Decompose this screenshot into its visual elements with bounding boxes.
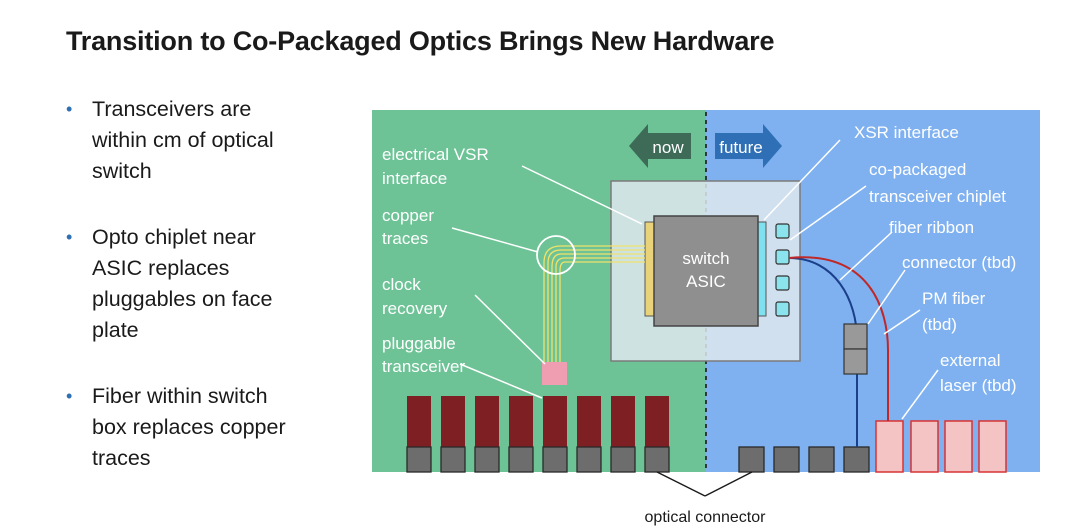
pluggable-module [577, 396, 601, 448]
label-pluggable-transceiver: transceiver [382, 357, 465, 376]
pluggable-module [441, 396, 465, 448]
pluggable-module [509, 396, 533, 448]
optical-connectors-right [738, 446, 870, 473]
label-xsr-interface: XSR interface [854, 123, 959, 142]
transceiver-chiplet [775, 301, 790, 317]
external-lasers [875, 420, 1007, 473]
pluggable-transceivers [407, 396, 669, 448]
bullet-line: switch [92, 159, 152, 183]
slide-title: Transition to Co-Packaged Optics Brings … [66, 26, 775, 56]
optical-connector [644, 446, 670, 473]
pluggable-module [611, 396, 635, 448]
optical-connector [808, 446, 835, 473]
switch-asic [653, 215, 759, 327]
label-connector: connector (tbd) [902, 253, 1016, 272]
pluggable-module [475, 396, 499, 448]
bullet-line: pluggables on face [92, 287, 273, 311]
bullet-line: Fiber within switch [92, 384, 268, 408]
label-co-packaged: co-packaged [869, 160, 966, 179]
external-laser [978, 420, 1007, 473]
copper-traces-highlight-circle [536, 235, 576, 275]
label-copper-traces: copper [382, 206, 434, 225]
bullet-line: ASIC replaces [92, 256, 230, 280]
label-external-laser: laser (tbd) [940, 376, 1017, 395]
transceiver-chiplet [775, 275, 790, 291]
bullet-item: Fiber within switch box replaces copper … [66, 381, 356, 474]
pluggable-module [645, 396, 669, 448]
label-pm-fiber: PM fiber [922, 289, 986, 308]
optical-connector [773, 446, 800, 473]
label-copper-traces: traces [382, 229, 428, 248]
external-laser [910, 420, 939, 473]
arrow-future: future [715, 124, 782, 168]
label-co-packaged: transceiver chiplet [869, 187, 1006, 206]
pm-fiber [788, 256, 889, 421]
label-clock-recovery: clock [382, 275, 421, 294]
asic-label-line: switch [682, 249, 729, 268]
label-fiber-ribbon: fiber ribbon [889, 218, 974, 237]
transceiver-chiplet [775, 249, 790, 265]
bullet-line: plate [92, 318, 139, 342]
optical-connector [474, 446, 500, 473]
bullet-list: Transceivers are within cm of optical sw… [66, 94, 356, 509]
bullet-line: box replaces copper [92, 415, 286, 439]
external-laser [944, 420, 973, 473]
bullet-line: within cm of optical [92, 128, 274, 152]
copper-traces [543, 245, 645, 380]
bullet-item: Transceivers are within cm of optical sw… [66, 94, 356, 187]
optical-connector [610, 446, 636, 473]
bullet-item: Opto chiplet near ASIC replaces pluggabl… [66, 222, 356, 346]
bullet-line: Transceivers are [92, 97, 252, 121]
optical-connector [406, 446, 432, 473]
optical-connector [440, 446, 466, 473]
label-pm-fiber: (tbd) [922, 315, 957, 334]
pluggable-module [407, 396, 431, 448]
arrow-now: now [629, 124, 691, 168]
bullet-line: traces [92, 446, 151, 470]
label-clock-recovery: recovery [382, 299, 448, 318]
external-laser [875, 420, 904, 473]
label-electrical-vsr: interface [382, 169, 447, 188]
fiber-connector-tbd [843, 323, 868, 350]
asic-label-line: ASIC [686, 272, 726, 291]
transceiver-chiplet [775, 223, 790, 239]
optical-connector [508, 446, 534, 473]
bullet-line: Opto chiplet near [92, 225, 256, 249]
label-electrical-vsr: electrical VSR [382, 145, 489, 164]
fiber-connector-tbd [843, 348, 868, 375]
optical-connector [542, 446, 568, 473]
optical-connector [576, 446, 602, 473]
label-optical-connector: optical connector [645, 509, 767, 526]
pluggable-module [543, 396, 567, 448]
label-external-laser: external [940, 351, 1000, 370]
optical-connector [738, 446, 765, 473]
arrow-future-label: future [719, 138, 762, 157]
leader-lines [451, 139, 939, 420]
optical-connector [843, 446, 870, 473]
arrow-now-label: now [652, 138, 684, 157]
optical-connectors-left [406, 446, 670, 473]
clock-recovery-chip [542, 362, 567, 385]
optical-connector-callout [656, 471, 753, 497]
label-pluggable-transceiver: pluggable [382, 334, 456, 353]
